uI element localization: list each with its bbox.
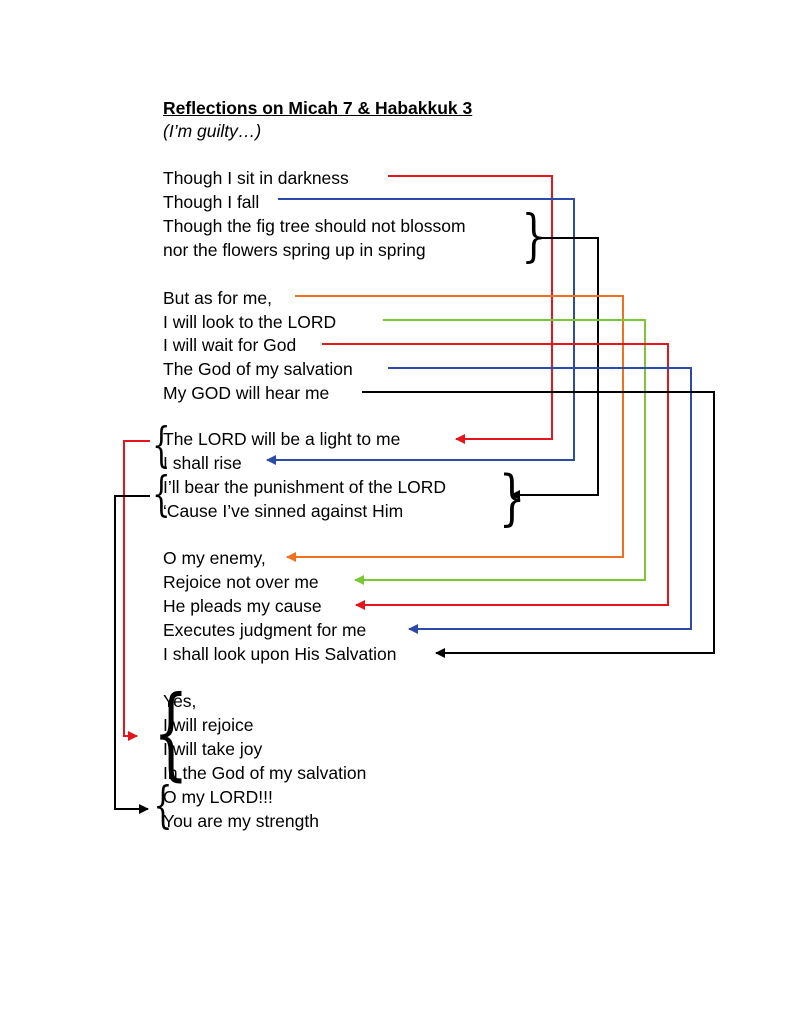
poem-line: I will rejoice bbox=[163, 715, 254, 735]
poem-line: I will wait for God bbox=[163, 335, 297, 355]
poem-line: Though I sit in darkness bbox=[163, 168, 349, 188]
left-brace: { bbox=[153, 776, 173, 834]
arrow-hearme-to-salvation bbox=[362, 391, 715, 658]
poem-line: Yes, bbox=[163, 691, 197, 711]
arrow-salvation-to-judgment bbox=[388, 367, 692, 634]
poem-line: Rejoice not over me bbox=[163, 572, 319, 592]
arrow-punishment-to-lord bbox=[114, 495, 150, 814]
arrow-look-to-rejoice-not bbox=[354, 319, 646, 585]
right-brace: } bbox=[521, 204, 547, 269]
left-brace: { bbox=[152, 466, 171, 522]
left-brace: { bbox=[152, 417, 171, 473]
poem-line: You are my strength bbox=[163, 811, 319, 831]
right-brace: } bbox=[498, 463, 526, 533]
poem-line: Though I fall bbox=[163, 192, 260, 212]
poem-line: I shall look upon His Salvation bbox=[163, 644, 397, 664]
poem-line: In the God of my salvation bbox=[163, 763, 367, 783]
poem-line: The LORD will be a light to me bbox=[163, 429, 401, 449]
page-subtitle: (I’m guilty…) bbox=[163, 121, 262, 141]
poem-line: My GOD will hear me bbox=[163, 383, 330, 403]
left-brace: { bbox=[153, 674, 189, 791]
poem-line: ‘Cause I’ve sinned against Him bbox=[163, 501, 404, 521]
poem-line: I shall rise bbox=[163, 453, 242, 473]
poem-line: O my LORD!!! bbox=[163, 787, 273, 807]
poem-line: I will look to the LORD bbox=[163, 312, 337, 332]
poem-line: Executes judgment for me bbox=[163, 620, 367, 640]
poem-line: The God of my salvation bbox=[163, 359, 353, 379]
poem-line: I’ll bear the punishment of the LORD bbox=[163, 477, 447, 497]
poem-line: Though the fig tree should not blossom bbox=[163, 216, 466, 236]
poem-line: O my enemy, bbox=[163, 548, 266, 568]
poem-line: He pleads my cause bbox=[163, 596, 322, 616]
page-title: Reflections on Micah 7 & Habakkuk 3 bbox=[163, 98, 473, 118]
arrow-light-to-rejoice bbox=[123, 440, 150, 741]
arrow-wait-to-pleads bbox=[322, 343, 669, 610]
poem-line: I will take joy bbox=[163, 739, 263, 759]
poem-line: nor the flowers spring up in spring bbox=[163, 240, 426, 260]
arrow-figtree-to-punishment bbox=[510, 237, 599, 500]
poem-line: But as for me, bbox=[163, 288, 272, 308]
